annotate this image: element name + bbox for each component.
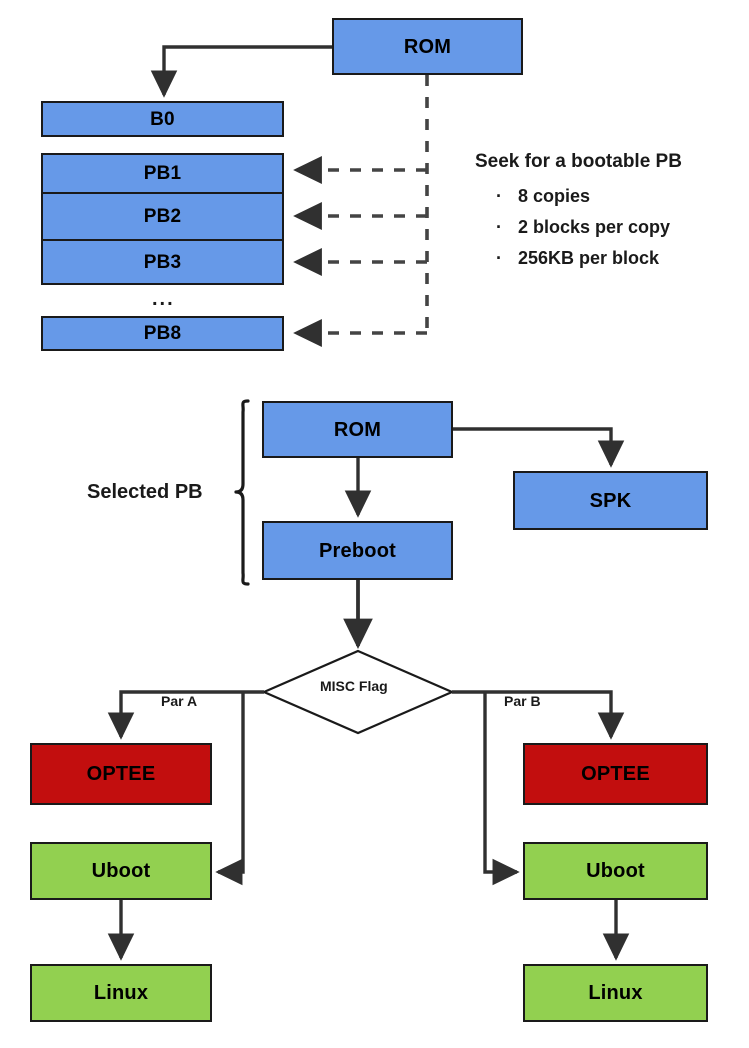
node-rom-top-label: ROM: [403, 35, 452, 58]
node-b0[interactable]: B0: [41, 101, 284, 137]
node-optee-a-label: OPTEE: [86, 763, 156, 785]
node-pb1-label: PB1: [143, 163, 182, 184]
node-rom-top[interactable]: ROM: [332, 18, 523, 75]
misc-flag-label: MISC Flag: [320, 678, 388, 694]
node-uboot-a[interactable]: Uboot: [30, 842, 212, 900]
node-optee-b-label: OPTEE: [581, 763, 650, 785]
node-pb3-label: PB3: [143, 251, 182, 273]
node-pb3[interactable]: PB3: [41, 239, 284, 285]
node-uboot-b[interactable]: Uboot: [523, 842, 708, 900]
node-spk[interactable]: SPK: [513, 471, 708, 530]
node-uboot-b-label: Uboot: [586, 860, 645, 882]
edge-rom-to-b0: [150, 45, 332, 98]
note-bullet-icon-1: ·: [496, 186, 502, 206]
node-linux-a[interactable]: Linux: [30, 964, 212, 1022]
node-uboot-a-label: Uboot: [91, 860, 151, 882]
edge-misc-to-uboot-a: [215, 692, 245, 886]
node-rom-selected-label: ROM: [333, 418, 382, 441]
node-preboot[interactable]: Preboot: [262, 521, 453, 580]
node-spk-label: SPK: [589, 489, 632, 512]
branch-label-par-b: Par B: [504, 693, 541, 709]
edge-misc-to-uboot-b: [483, 692, 520, 886]
note-bullet-icon-2: ·: [496, 217, 502, 237]
node-b0-label: B0: [150, 108, 175, 130]
edge-rom-to-spk: [453, 427, 625, 468]
node-rom-selected[interactable]: ROM: [262, 401, 453, 458]
selected-pb-bracket: [234, 399, 250, 586]
node-pb1[interactable]: PB1: [41, 153, 284, 192]
note-bullet-icon-3: ·: [496, 248, 502, 268]
node-optee-a[interactable]: OPTEE: [30, 743, 212, 805]
note-title: Seek for a bootable PB: [475, 151, 682, 172]
node-linux-b[interactable]: Linux: [523, 964, 708, 1022]
node-linux-b-label: Linux: [588, 982, 643, 1004]
node-pb2-label: PB2: [143, 206, 182, 227]
node-linux-a-label: Linux: [93, 982, 149, 1004]
note-item-2: 2 blocks per copy: [518, 217, 671, 237]
pb-stack-ellipsis: ...: [152, 288, 175, 310]
branch-label-par-a: Par A: [161, 693, 198, 709]
node-preboot-label: Preboot: [319, 539, 396, 562]
node-pb2[interactable]: PB2: [41, 192, 284, 239]
selected-pb-label: Selected PB: [87, 481, 203, 503]
node-pb8-label: PB8: [143, 323, 182, 344]
note-item-3: 256KB per block: [518, 248, 660, 268]
node-pb8[interactable]: PB8: [41, 316, 284, 351]
node-optee-b[interactable]: OPTEE: [523, 743, 708, 805]
note-item-1: 8 copies: [518, 186, 591, 206]
